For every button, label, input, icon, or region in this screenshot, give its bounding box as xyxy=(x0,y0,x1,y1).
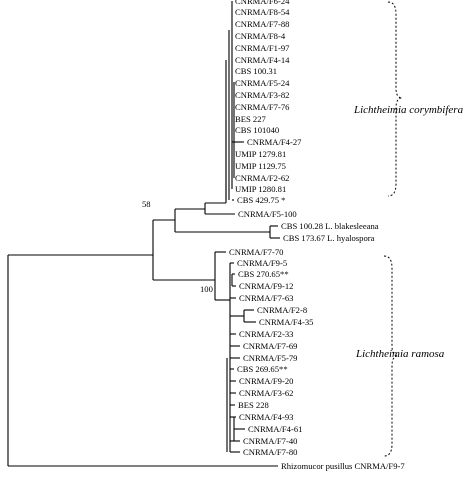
taxon-label: CNRMA/F4-61 xyxy=(248,424,302,434)
taxon-label: CNRMA/F7-88 xyxy=(235,19,289,29)
taxon-label: CNRMA/F3-62 xyxy=(239,388,293,398)
clade-label-ramosa: Lichtheimia ramosa xyxy=(355,348,445,360)
bootstrap-value-100: 100 xyxy=(200,284,213,294)
taxon-label: CNRMA/F9-5 xyxy=(237,258,287,268)
taxon-label: CNRMA/F4-35 xyxy=(259,317,313,327)
taxon-label: CNRMA/F2-8 xyxy=(257,305,307,315)
taxon-label: Rhizomucor pusillus CNRMA/F9-7 xyxy=(281,461,405,471)
taxon-label: CNRMA/F6-24 xyxy=(235,0,290,6)
taxon-label: CNRMA/F4-93 xyxy=(239,412,293,422)
taxon-label: CNRMA/F2-33 xyxy=(239,329,293,339)
taxon-label: CNRMA/F5-100 xyxy=(238,209,297,219)
tree-branches xyxy=(7,1,280,467)
clade-label-corymbifera: Lichtheimia corymbifera xyxy=(353,104,464,116)
taxon-label: CNRMA/F3-82 xyxy=(235,90,289,100)
taxon-labels: CNRMA/F6-24CNRMA/F8-54CNRMA/F7-88CNRMA/F… xyxy=(229,0,405,471)
taxon-label: CNRMA/F9-20 xyxy=(239,376,293,386)
taxon-label: CNRMA/F7-70 xyxy=(229,247,283,257)
taxon-label: CBS 173.67 L. hyalospora xyxy=(283,233,375,243)
taxon-label: CNRMA/F1-97 xyxy=(235,43,290,53)
taxon-label: CNRMA/F7-80 xyxy=(243,447,297,457)
taxon-label: CNRMA/F7-69 xyxy=(243,341,297,351)
taxon-label: CNRMA/F8-54 xyxy=(235,7,290,17)
taxon-label: CNRMA/F5-24 xyxy=(235,78,290,88)
taxon-label: CBS 100.28 L. blakesleeana xyxy=(281,221,379,231)
taxon-label: CNRMA/F4-27 xyxy=(247,137,302,147)
bootstrap-value-58: 58 xyxy=(142,199,151,209)
taxon-label: CBS 429.75 * xyxy=(237,195,285,205)
taxon-label: CNRMA/F4-14 xyxy=(235,55,290,65)
taxon-label: CNRMA/F7-63 xyxy=(239,293,293,303)
taxon-label: CNRMA/F8-4 xyxy=(235,31,286,41)
taxon-label: CNRMA/F2-62 xyxy=(235,173,289,183)
taxon-label: UMIP 1279.81 xyxy=(235,149,286,159)
corymbifera-clade-bracket xyxy=(387,1,403,197)
taxon-label: UMIP 1280.81 xyxy=(235,184,286,194)
taxon-label: UMIP 1129.75 xyxy=(235,161,286,171)
taxon-label: CBS 269.65** xyxy=(237,364,288,374)
taxon-label: CBS 101040 xyxy=(235,125,279,135)
taxon-label: CNRMA/F9-12 xyxy=(239,281,293,291)
taxon-label: BES 228 xyxy=(238,400,269,410)
taxon-label: CNRMA/F7-76 xyxy=(235,102,290,112)
taxon-label: BES 227 xyxy=(235,114,267,124)
taxon-label: CBS 100.31 xyxy=(235,66,277,76)
taxon-label: CNRMA/F5-79 xyxy=(243,353,297,363)
taxon-label: CBS 270.65** xyxy=(238,269,289,279)
taxon-label: CNRMA/F7-40 xyxy=(243,436,297,446)
